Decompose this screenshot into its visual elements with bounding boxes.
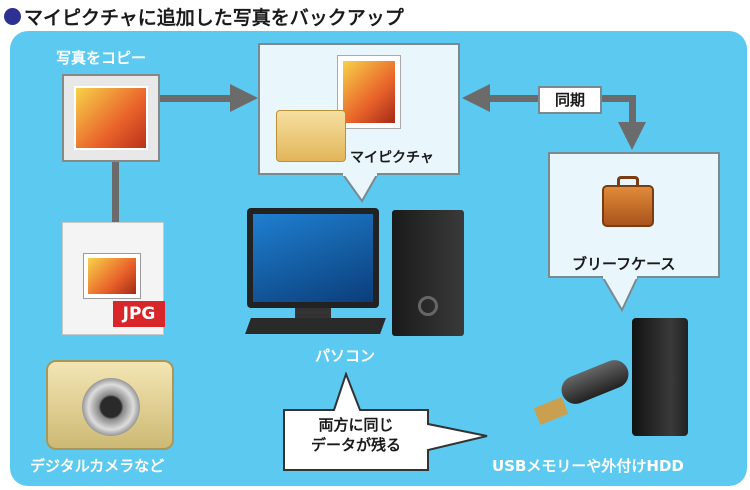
briefcase-handle	[617, 176, 639, 187]
camera-label: デジタルカメラなど	[30, 457, 165, 475]
palm-photo-icon	[74, 86, 148, 150]
sync-label: 同期	[538, 86, 602, 114]
pc-label: パソコン	[315, 347, 376, 365]
arrow-head-icon	[618, 122, 646, 150]
sync-arrow-down	[629, 95, 636, 125]
keyboard-icon	[245, 318, 386, 334]
pc-tower-icon	[392, 210, 464, 336]
connector-line	[112, 160, 119, 235]
jpg-badge: JPG	[113, 301, 165, 327]
bullet-icon	[4, 8, 21, 25]
arrow-head-icon	[462, 84, 490, 112]
copy-photo-label: 写真をコピー	[56, 49, 147, 67]
bubble-tail	[600, 276, 640, 312]
briefcase-label: ブリーフケース	[572, 255, 676, 273]
photo-thumbnail	[62, 74, 160, 162]
callout-bubble	[283, 372, 488, 471]
callout-text: 両方に同じデータが残る	[310, 416, 401, 454]
copy-arrow	[160, 95, 235, 102]
photo-icon	[337, 55, 401, 129]
bubble-tail	[340, 173, 380, 203]
title-text: マイピクチャに追加した写真をバックアップ	[24, 7, 404, 29]
digital-camera-icon	[46, 360, 174, 450]
usb-hdd-label: USBメモリーや外付けHDD	[492, 457, 684, 475]
page-title: マイピクチャに追加した写真をバックアップ	[4, 3, 404, 30]
monitor-icon	[247, 208, 379, 308]
external-hdd-icon	[632, 318, 688, 436]
monitor-stand	[295, 308, 331, 318]
my-pictures-label: マイピクチャ	[350, 150, 434, 166]
folder-icon	[276, 110, 346, 162]
jpg-file-icon: JPG	[62, 222, 165, 335]
arrow-head-icon	[230, 84, 258, 112]
briefcase-icon	[602, 185, 654, 227]
